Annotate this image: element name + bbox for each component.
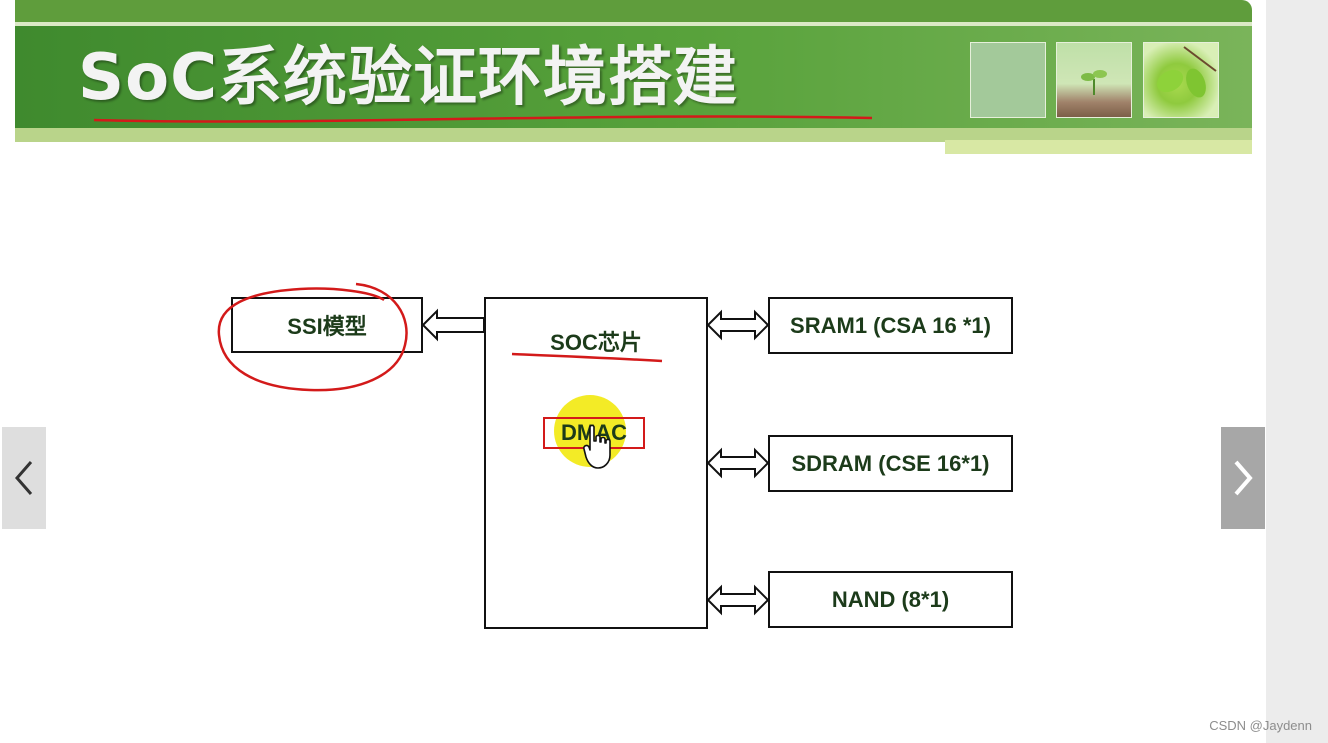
header-banner-top xyxy=(15,0,1252,22)
slide-title: SoC系统验证环境搭建 xyxy=(78,41,739,115)
nand-label: NAND (8*1) xyxy=(831,586,950,612)
sram-box: SRAM1 (CSA 16 *1) xyxy=(768,297,1013,354)
arrow-soc-nand xyxy=(706,584,770,616)
previous-slide-button[interactable] xyxy=(2,427,46,529)
header-banner-stripe xyxy=(15,22,1252,26)
sdram-label: SDRAM (CSE 16*1) xyxy=(791,450,990,476)
arrow-soc-sram xyxy=(706,309,770,341)
header-thumbnail-plain xyxy=(970,42,1046,118)
arrow-soc-to-ssi xyxy=(421,308,485,342)
soc-underline-annotation xyxy=(511,352,663,363)
header-banner-accent xyxy=(15,128,1252,142)
slide: SoC系统验证环境搭建 SSI模型 SOC芯片 DMAC SRAM1 (CSA … xyxy=(15,0,1252,629)
header-thumbnail-leaves xyxy=(1143,42,1219,118)
sdram-box: SDRAM (CSE 16*1) xyxy=(768,435,1013,492)
watermark: CSDN @Jaydenn xyxy=(1209,718,1312,733)
diagram-overlay xyxy=(93,115,873,616)
title-underline-annotation xyxy=(93,115,873,123)
hand-pointer-icon xyxy=(583,424,611,469)
sram-label: SRAM1 (CSA 16 *1) xyxy=(790,312,991,338)
arrow-soc-sdram xyxy=(706,447,770,479)
ssi-model-box: SSI模型 xyxy=(231,297,423,353)
next-slide-button[interactable] xyxy=(1221,427,1265,529)
chevron-right-icon xyxy=(1234,460,1253,496)
header-thumbnail-sprout xyxy=(1056,42,1132,118)
nand-box: NAND (8*1) xyxy=(768,571,1013,628)
chevron-left-icon xyxy=(15,461,33,495)
ssi-model-label: SSI模型 xyxy=(287,314,367,339)
right-gutter xyxy=(1266,0,1328,743)
ssi-circle-annotation xyxy=(217,282,408,392)
soc-chip-label: SOC芯片 xyxy=(550,330,642,355)
header-banner-accent-right xyxy=(945,140,1252,154)
sprout-icon xyxy=(1081,70,1107,95)
leaf-icon xyxy=(1156,46,1217,98)
